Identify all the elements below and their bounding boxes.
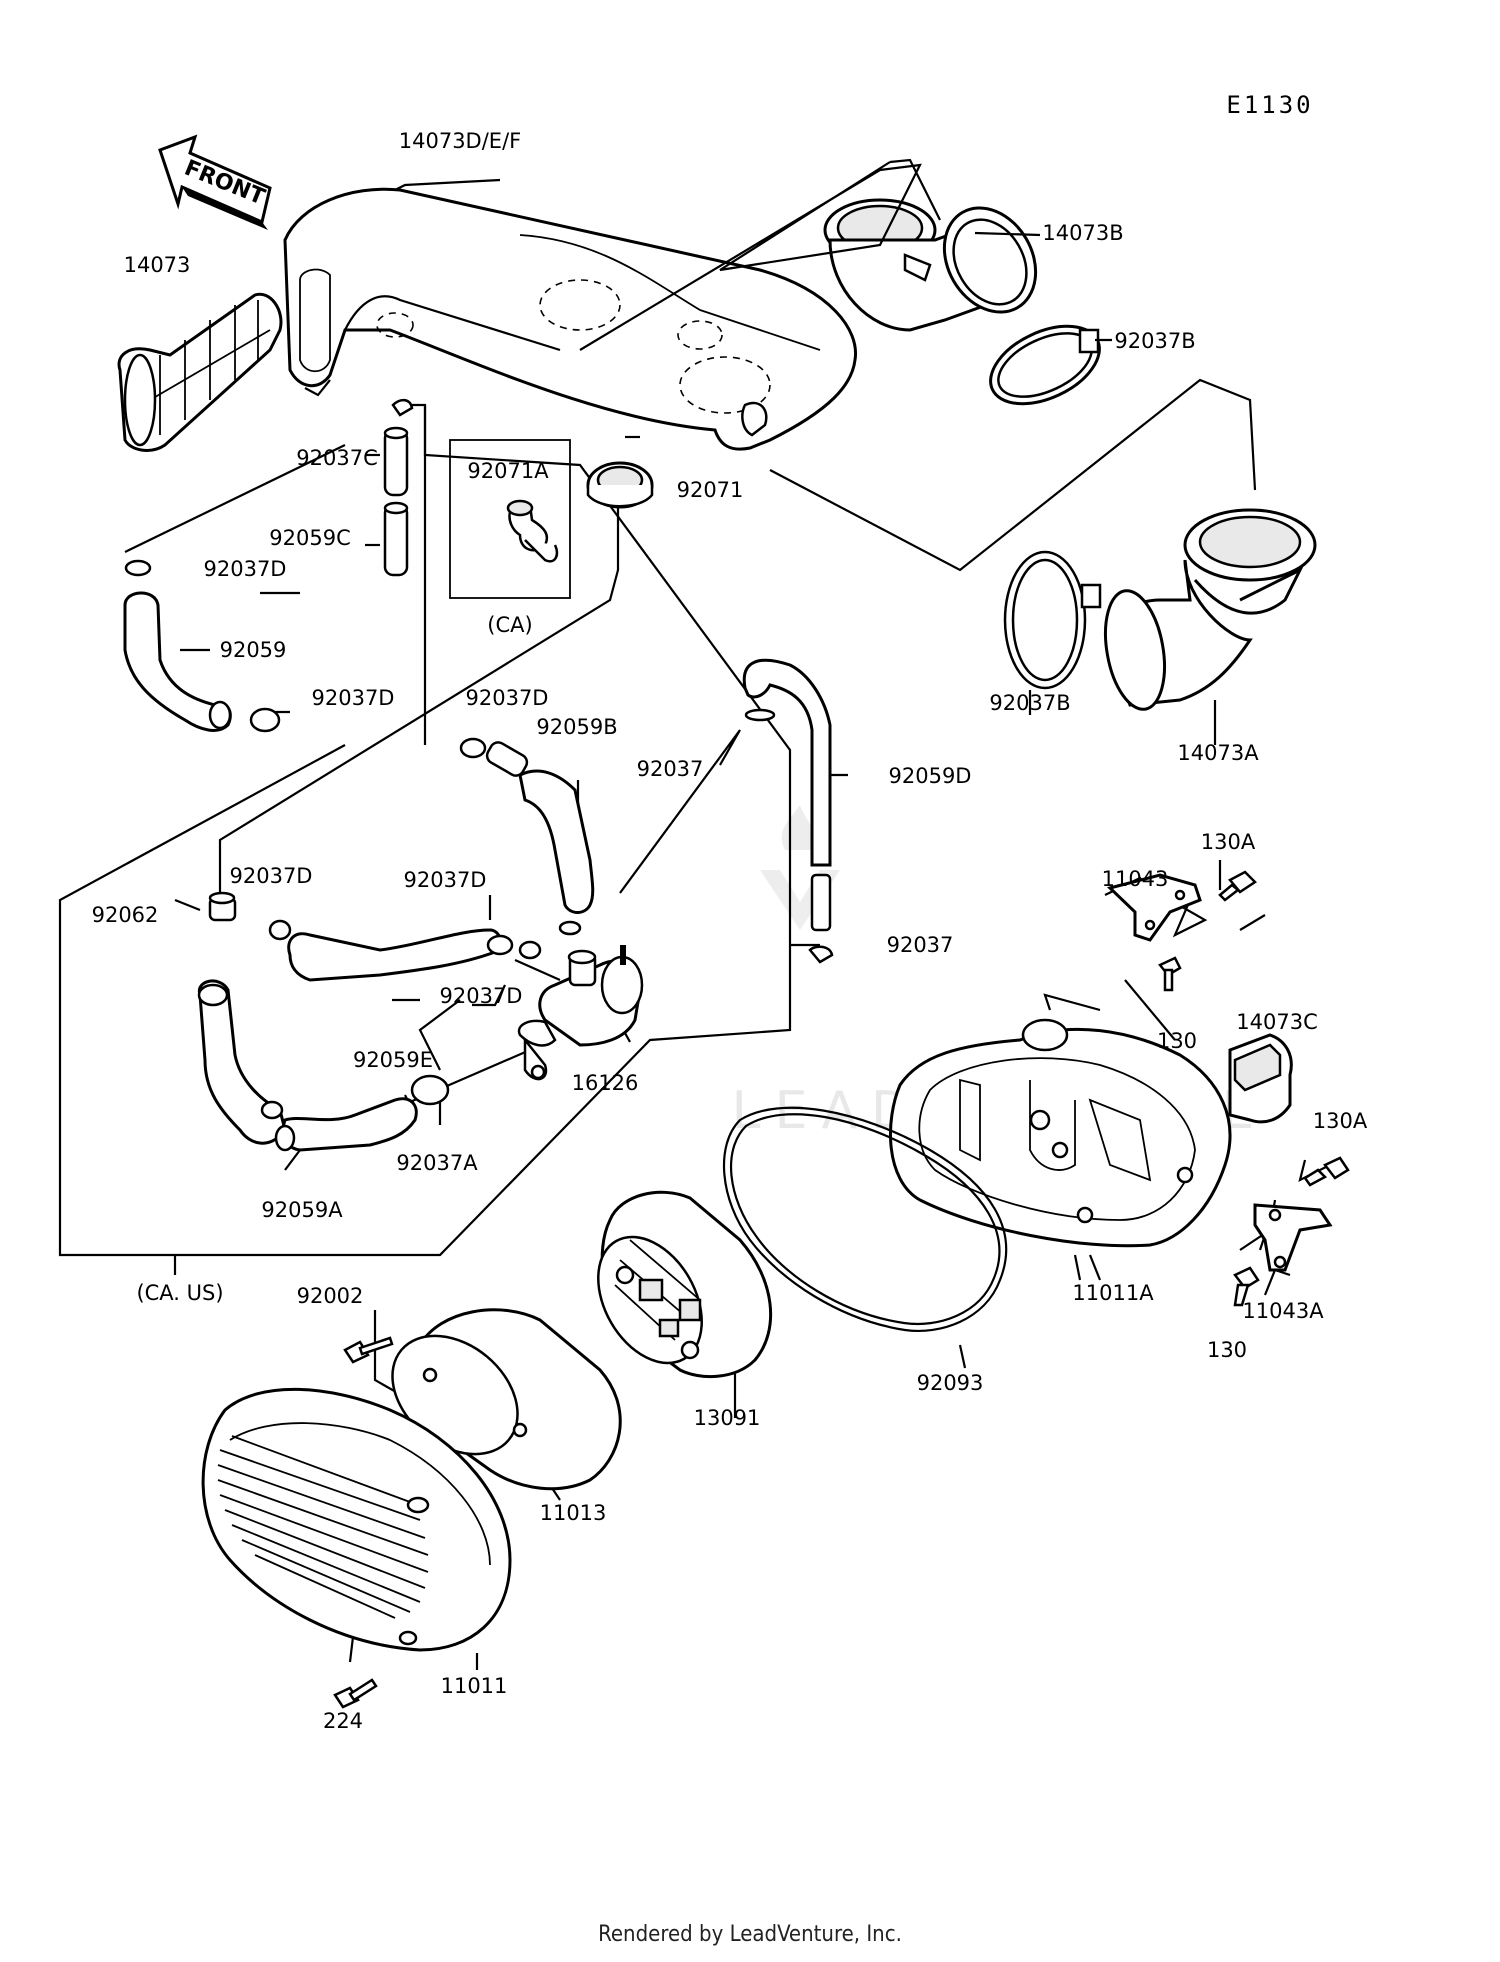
label-92037-b: 92037: [887, 933, 954, 957]
hose-92059d: [742, 658, 834, 964]
label-92062: 92062: [92, 903, 159, 927]
label-224: 224: [323, 1709, 363, 1733]
label-92093: 92093: [917, 1371, 984, 1395]
label-14073b: 14073B: [1042, 221, 1123, 245]
hose-92059a: [197, 979, 450, 1152]
label-130-a: 130: [1157, 1029, 1197, 1053]
label-92037a: 92037A: [396, 1151, 478, 1175]
boot-14073: [117, 292, 283, 452]
front-arrow-icon: FRONT: [158, 134, 272, 230]
label-92037b-top: 92037B: [1114, 329, 1195, 353]
label-130a-a: 130A: [1201, 830, 1256, 854]
label-13091: 13091: [694, 1406, 761, 1430]
label-14073def: 14073D/E/F: [399, 129, 521, 153]
label-14073: 14073: [124, 253, 191, 277]
label-14073a: 14073A: [1177, 741, 1259, 765]
label-11011: 11011: [441, 1674, 508, 1698]
filter-13091: [597, 1190, 773, 1379]
label-11043a: 11043A: [1242, 1299, 1324, 1323]
intake-duct-14073def: [283, 187, 858, 451]
label-92037d-e: 92037D: [404, 868, 487, 892]
hose-92059e: [208, 891, 582, 982]
label-ca: (CA): [487, 613, 532, 637]
label-92059a: 92059A: [261, 1198, 343, 1222]
hose-92059: [123, 559, 281, 733]
filter-11013: [343, 1308, 622, 1491]
label-130-b: 130: [1207, 1338, 1247, 1362]
label-92002: 92002: [297, 1284, 364, 1308]
label-92071a: 92071A: [467, 459, 549, 483]
label-92059c: 92059C: [269, 526, 350, 550]
label-14073c: 14073C: [1236, 1010, 1317, 1034]
label-11011a: 11011A: [1072, 1281, 1154, 1305]
label-92037d-d: 92037D: [230, 864, 313, 888]
label-92037d-c: 92037D: [466, 686, 549, 710]
label-92059d: 92059D: [889, 764, 972, 788]
hose-92059b: [459, 737, 595, 914]
ca-box: [449, 439, 571, 599]
label-92059e: 92059E: [353, 1048, 433, 1072]
part-labels: 14073D/E/F 14073 14073B 92037B 92037C 92…: [92, 129, 1368, 1733]
boot-14073c: [1228, 1033, 1293, 1124]
hose-92059c: [383, 398, 414, 577]
clamp-92037b-upper: [989, 324, 1101, 406]
valve-16126: [517, 945, 644, 1081]
label-92071: 92071: [677, 478, 744, 502]
seal-92093: [722, 1106, 1008, 1332]
grommet-92071: [586, 461, 654, 509]
cover-11011: [201, 1387, 512, 1709]
label-92037c: 92037C: [296, 446, 377, 470]
bracket-11043a: [1233, 1156, 1350, 1307]
boot-14073a: [1003, 508, 1317, 711]
leader-lines: [58, 158, 1331, 1670]
label-ca-us: (CA. US): [136, 1281, 223, 1305]
boot-14073b: [823, 198, 1038, 332]
label-92059: 92059: [220, 638, 287, 662]
label-130a-b: 130A: [1313, 1109, 1368, 1133]
label-11013: 11013: [540, 1501, 607, 1525]
label-92037d-a: 92037D: [204, 557, 287, 581]
diagram-code: E1130: [1226, 91, 1313, 119]
label-92037b-mid: 92037B: [989, 691, 1070, 715]
label-16126: 16126: [572, 1071, 639, 1095]
label-92037d-b: 92037D: [312, 686, 395, 710]
bracket-11043: [1107, 870, 1257, 992]
label-11043: 11043: [1102, 867, 1169, 891]
label-92037-a: 92037: [637, 757, 704, 781]
housing-11011a: [889, 1018, 1232, 1248]
label-92037d-f: 92037D: [440, 984, 523, 1008]
label-92059b: 92059B: [536, 715, 617, 739]
footer-credit: Rendered by LeadVenture, Inc.: [598, 1922, 902, 1947]
